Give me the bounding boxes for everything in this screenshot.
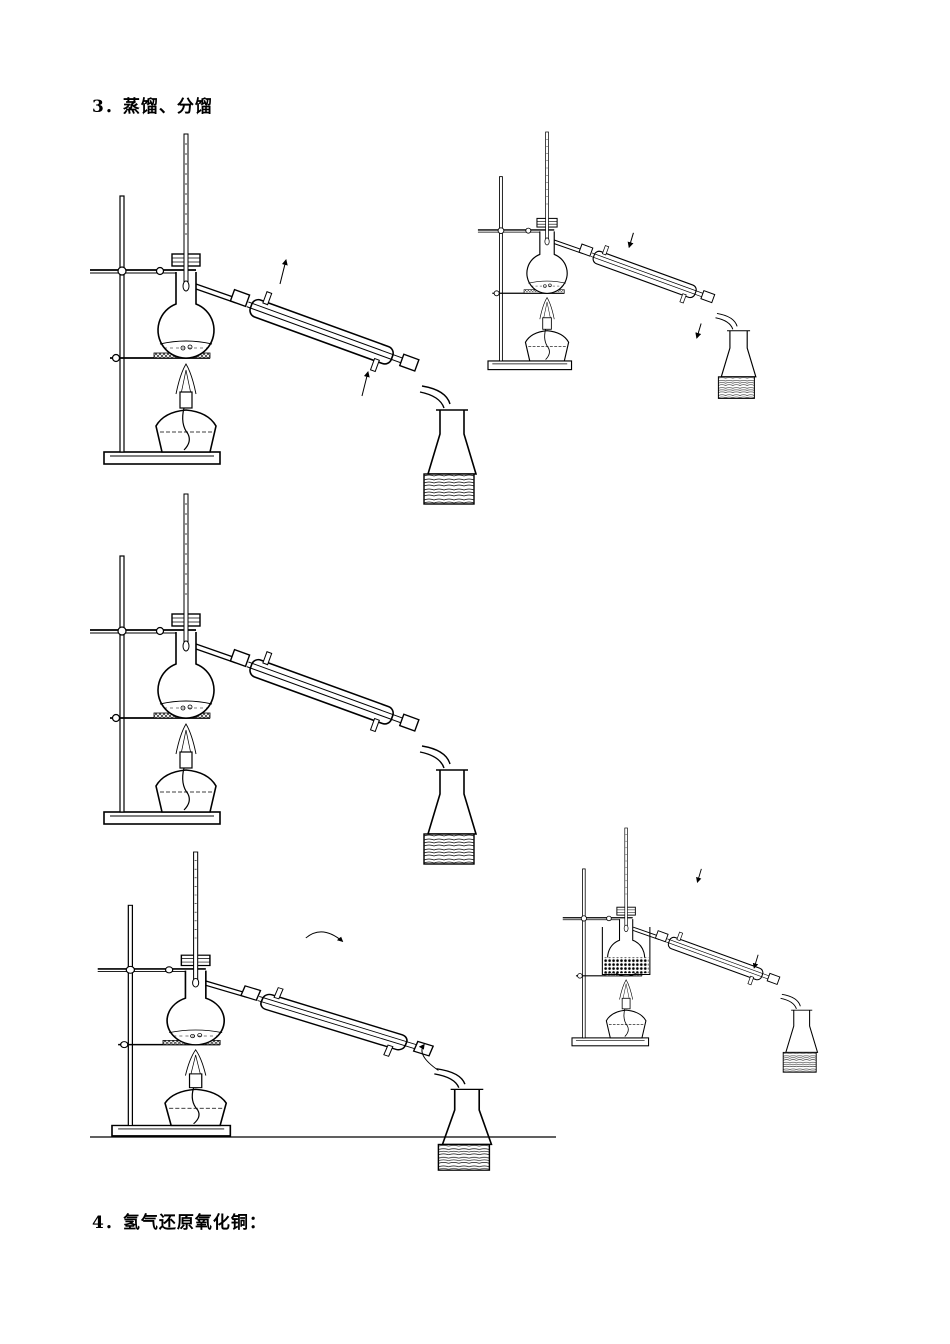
coolant-in-arrow-e: [696, 868, 702, 884]
section-3-number: 3: [92, 97, 105, 117]
apparatus-d: [96, 851, 493, 1172]
coolant-in-arrow-a: [361, 371, 370, 397]
section-4-number: 4: [92, 1213, 105, 1233]
coolant-in-arrow-d: [418, 1043, 439, 1071]
apparatus-b: [477, 131, 757, 400]
coolant-out-arrow-e: [752, 954, 759, 969]
coolant-out-arrow-d: [305, 931, 344, 943]
apparatus-c: [89, 493, 477, 865]
section-3-heading: 3．蒸馏、分馏: [92, 97, 213, 117]
coolant-out-arrow-b: [695, 323, 702, 339]
coolant-out-arrow-a: [279, 259, 288, 285]
apparatus-e: [562, 827, 819, 1073]
section-4-title: 氢气还原氧化铜：: [122, 1213, 267, 1233]
coolant-in-arrow-b: [627, 232, 634, 249]
apparatus-a: [89, 133, 477, 505]
section-3-title: 蒸馏、分馏: [122, 97, 213, 117]
section-4-heading: 4．氢气还原氧化铜：: [92, 1213, 267, 1233]
water-bath-beaker: [601, 927, 651, 976]
